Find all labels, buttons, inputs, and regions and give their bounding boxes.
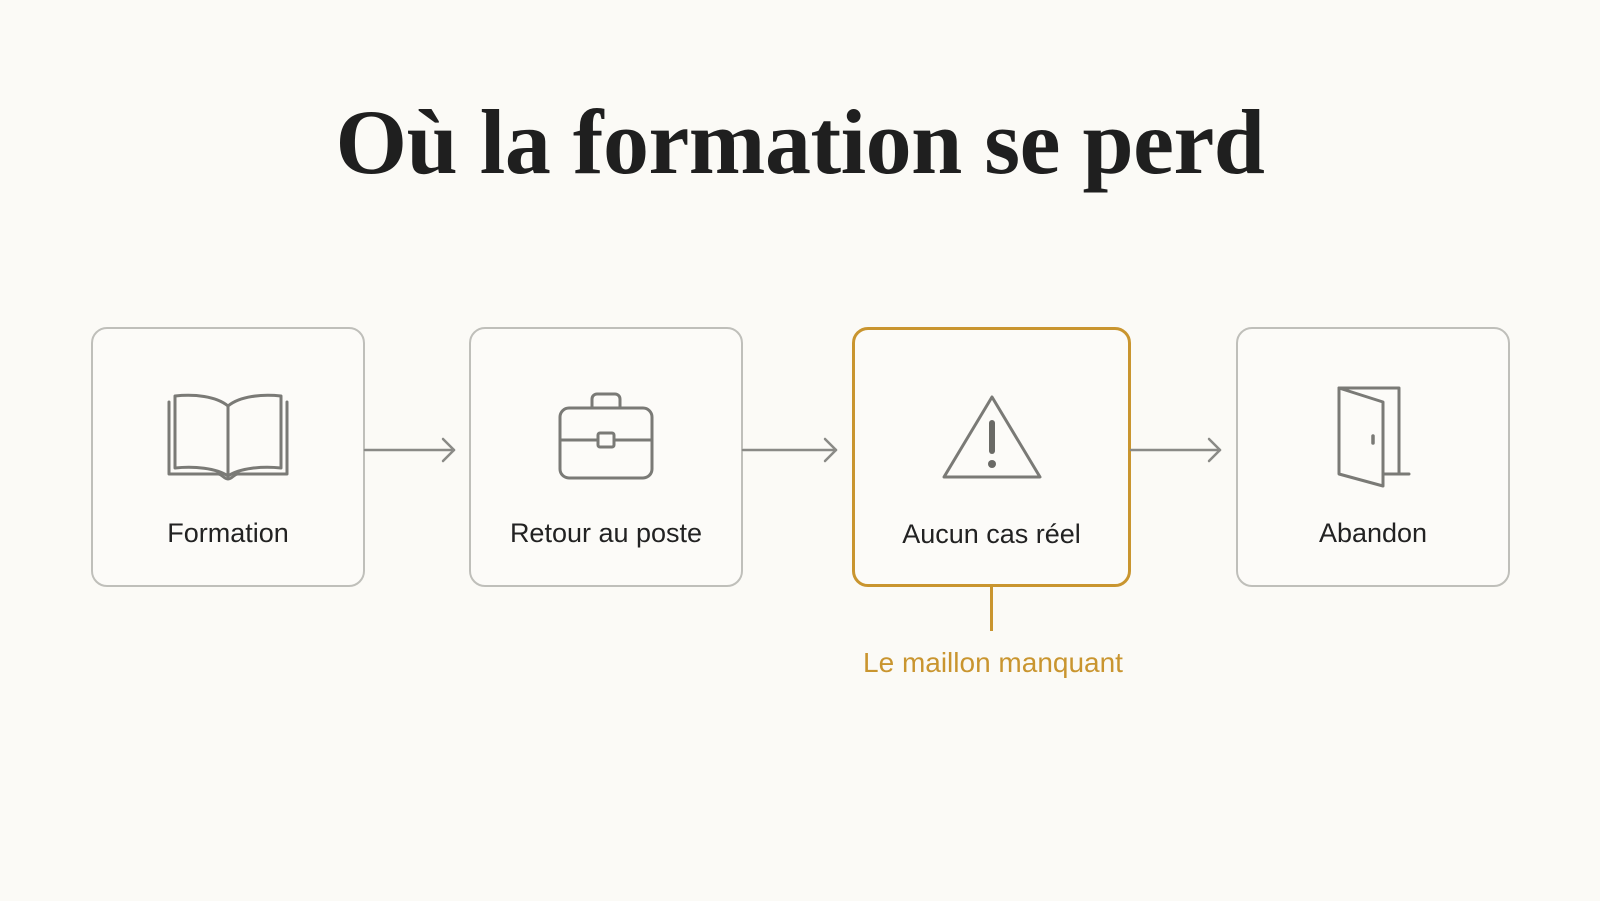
door-icon	[1238, 386, 1508, 488]
arrow-right-icon	[1129, 437, 1222, 463]
briefcase-icon	[471, 387, 741, 485]
arrow-right-icon	[741, 437, 838, 463]
step-aucun-cas-reel: Aucun cas réel	[852, 327, 1131, 587]
page-title: Où la formation se perd	[335, 91, 1265, 193]
step-abandon: Abandon	[1236, 327, 1510, 587]
step-label: Retour au poste	[509, 518, 703, 548]
step-label: Aucun cas réel	[902, 519, 1081, 549]
step-label: Abandon	[1318, 518, 1428, 548]
arrow-right-icon	[363, 437, 456, 463]
open-book-icon	[93, 387, 363, 485]
warning-icon	[855, 388, 1128, 486]
step-retour-au-poste: Retour au poste	[469, 327, 743, 587]
callout-connector	[990, 587, 993, 631]
step-label: Formation	[167, 518, 289, 548]
step-formation: Formation	[91, 327, 365, 587]
callout-label: Le maillon manquant	[863, 647, 1123, 678]
